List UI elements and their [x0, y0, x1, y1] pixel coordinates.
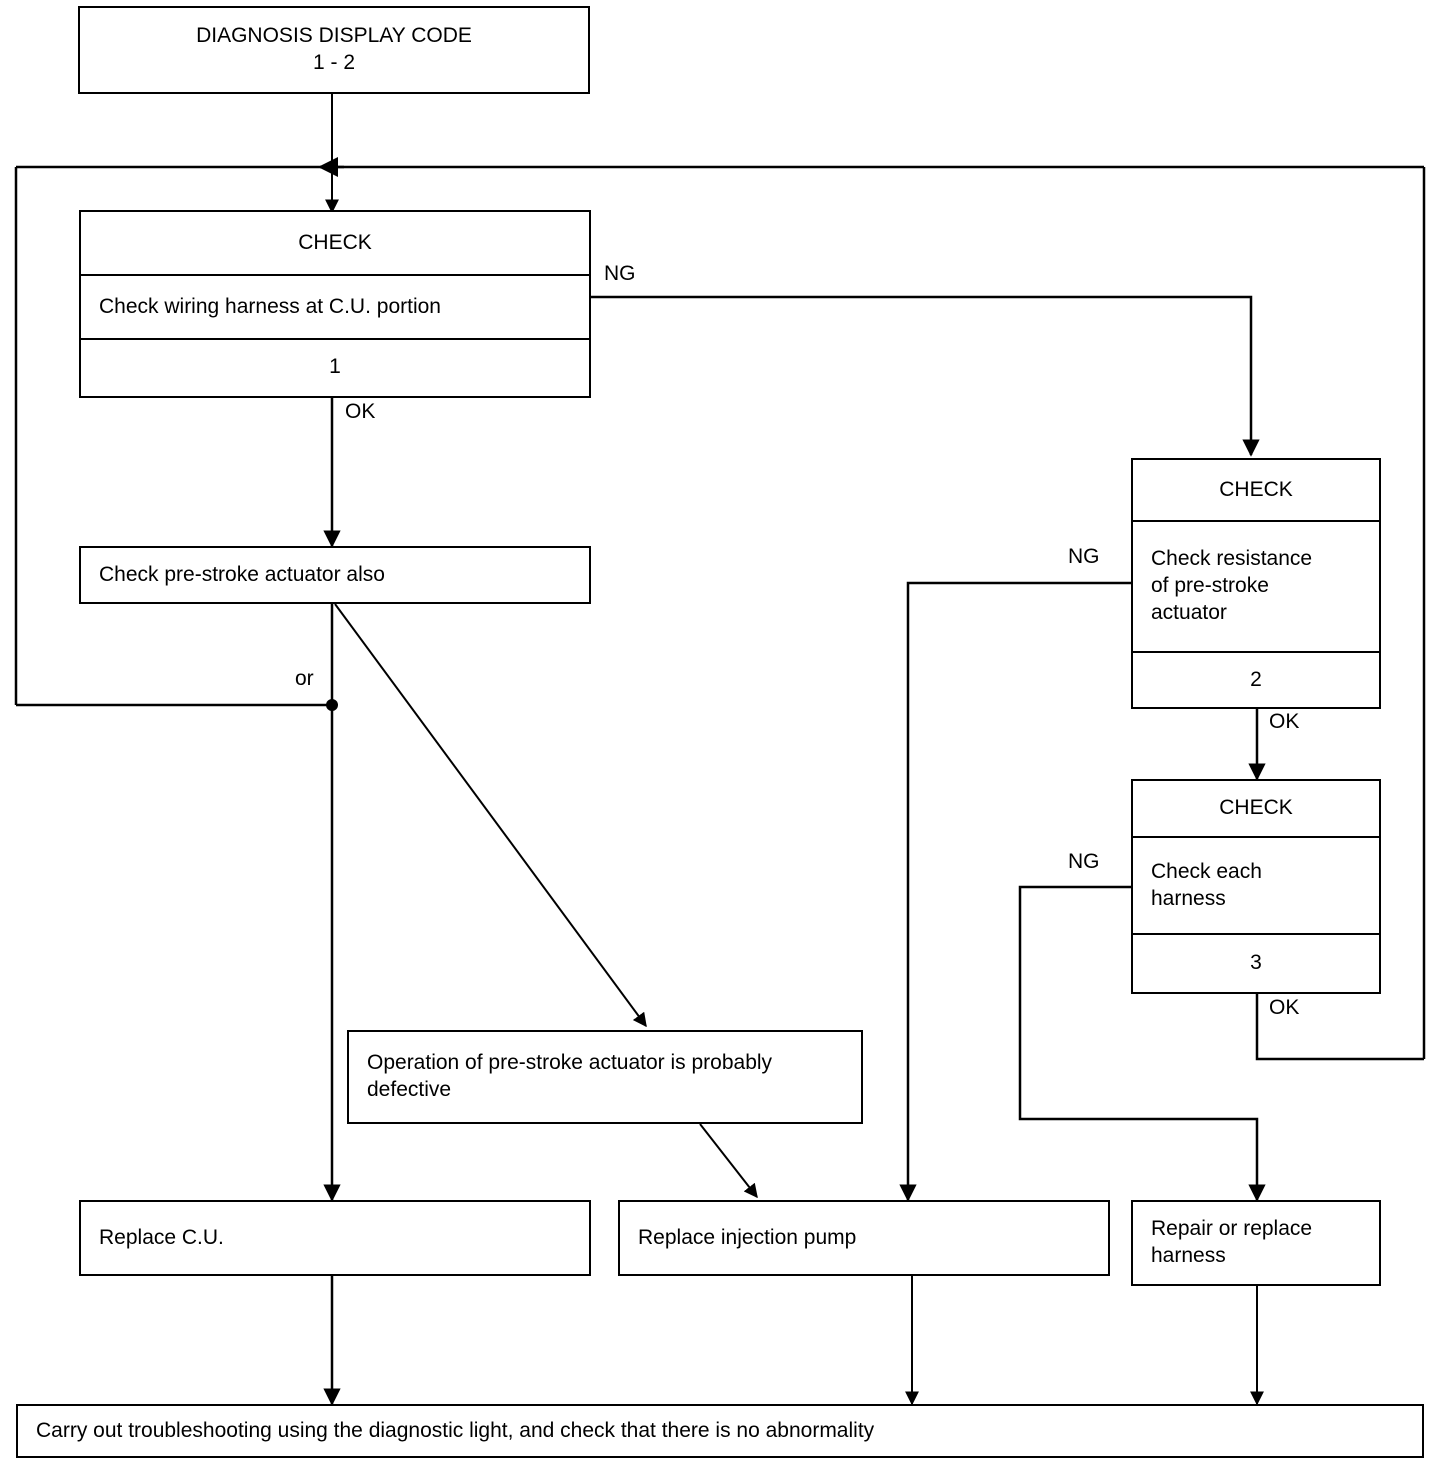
- edge-label-check3-ng: NG: [1068, 850, 1100, 873]
- edge-check1-ng-to-check2: [591, 295, 1260, 457]
- defective-body: Operation of pre-stroke actuator is prob…: [367, 1051, 773, 1101]
- start-line2: 1 - 2: [312, 51, 356, 74]
- edge-check2-ng-to-replace-pump: [899, 581, 1131, 1202]
- node-check1: CHECK Check wiring harness at C.U. porti…: [79, 210, 591, 398]
- prestroke-body: Check pre-stroke actuator also: [99, 562, 385, 586]
- check2-number: 2: [1250, 668, 1262, 692]
- node-replace-cu: Replace C.U.: [79, 1200, 591, 1276]
- node-replace-injection-pump: Replace injection pump: [618, 1200, 1110, 1276]
- node-check-prestroke-actuator: Check pre-stroke actuator also: [79, 546, 591, 604]
- check3-body: Check each harness: [1151, 859, 1262, 910]
- check1-body: Check wiring harness at C.U. portion: [99, 294, 441, 318]
- edge-label-prestroke-or: or: [295, 667, 314, 690]
- edge-label-check3-ok: OK: [1269, 996, 1300, 1019]
- check3-number: 3: [1250, 950, 1262, 974]
- check3-header: CHECK: [1219, 796, 1293, 820]
- edge-label-check1-ng: NG: [604, 262, 636, 285]
- check1-number: 1: [329, 355, 341, 379]
- check1-header: CHECK: [298, 230, 372, 254]
- check2-header: CHECK: [1219, 477, 1293, 501]
- node-start: DIAGNOSIS DISPLAY CODE 1 - 2: [78, 6, 590, 94]
- edge-prestroke-to-defective: [334, 603, 647, 1028]
- edge-label-check1-ok: OK: [345, 400, 376, 423]
- node-final-step: Carry out troubleshooting using the diag…: [16, 1404, 1424, 1458]
- or-junction-dot: [326, 699, 338, 711]
- node-repair-or-replace-harness: Repair or replace harness: [1131, 1200, 1381, 1286]
- start-line1: DIAGNOSIS DISPLAY CODE: [196, 24, 472, 48]
- replace-pump-body: Replace injection pump: [638, 1225, 857, 1249]
- node-prestroke-defective: Operation of pre-stroke actuator is prob…: [347, 1030, 863, 1124]
- edge-defective-to-replace-pump: [699, 1123, 758, 1199]
- edge-label-check2-ok: OK: [1269, 710, 1300, 733]
- repair-harness-body: Repair or replace harness: [1151, 1217, 1313, 1267]
- node-check3: CHECK Check each harness 3: [1131, 779, 1381, 994]
- check2-body: Check resistance of pre-stroke actuator: [1151, 547, 1313, 624]
- edge-label-check2-ng: NG: [1068, 545, 1100, 568]
- final-step-body: Carry out troubleshooting using the diag…: [36, 1419, 875, 1442]
- node-check2: CHECK Check resistance of pre-stroke act…: [1131, 458, 1381, 709]
- replace-cu-body: Replace C.U.: [99, 1225, 224, 1249]
